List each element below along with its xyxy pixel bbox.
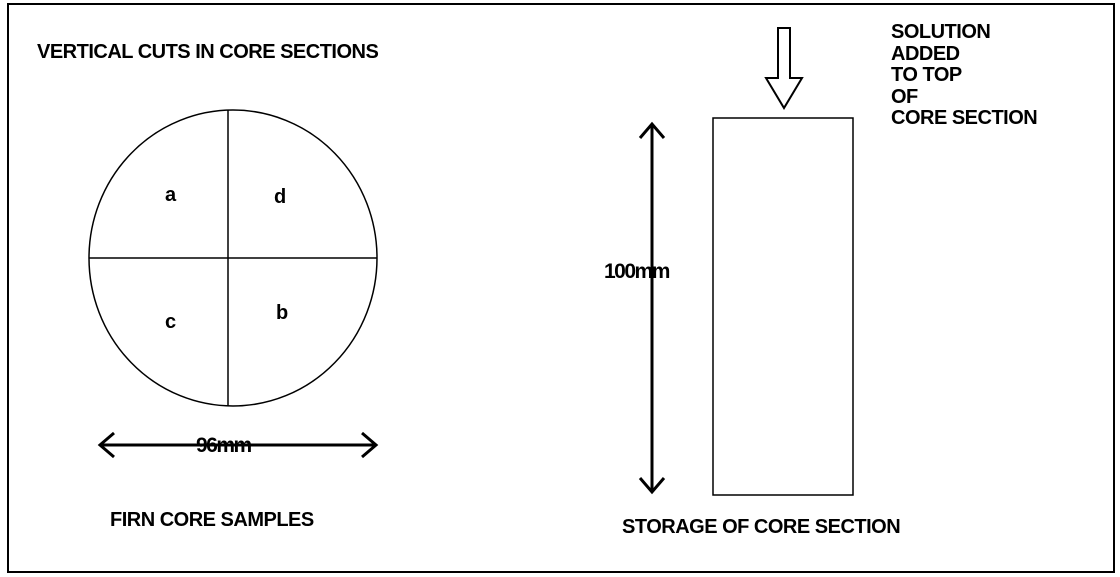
right-panel-caption: STORAGE OF CORE SECTION xyxy=(622,516,901,538)
quadrant-label-d: d xyxy=(274,186,287,208)
diameter-label: 96mm xyxy=(196,434,252,457)
annotation-line: OF xyxy=(891,85,918,108)
core-section-rectangle xyxy=(712,117,854,496)
annotation-line: CORE SECTION xyxy=(891,107,1038,129)
annotation-line: ADDED xyxy=(891,42,960,65)
quadrant-label-b: b xyxy=(276,302,289,324)
frame-border xyxy=(7,3,1115,573)
annotation-line: TO TOP xyxy=(891,64,962,86)
annotation-line: SOLUTION xyxy=(891,21,991,43)
quadrant-label-a: a xyxy=(165,184,177,206)
solution-down-arrow-icon xyxy=(764,27,804,110)
left-panel-caption: FIRN CORE SAMPLES xyxy=(110,509,314,531)
diameter-double-arrow xyxy=(97,431,379,459)
solution-annotation: SOLUTION ADDED TO TOP OF CORE SECTION xyxy=(891,21,1038,130)
height-double-arrow xyxy=(638,121,666,495)
quadrant-label-c: c xyxy=(165,311,177,333)
left-panel-title: VERTICAL CUTS IN CORE SECTIONS xyxy=(37,41,379,63)
height-label: 100mm xyxy=(604,260,670,283)
